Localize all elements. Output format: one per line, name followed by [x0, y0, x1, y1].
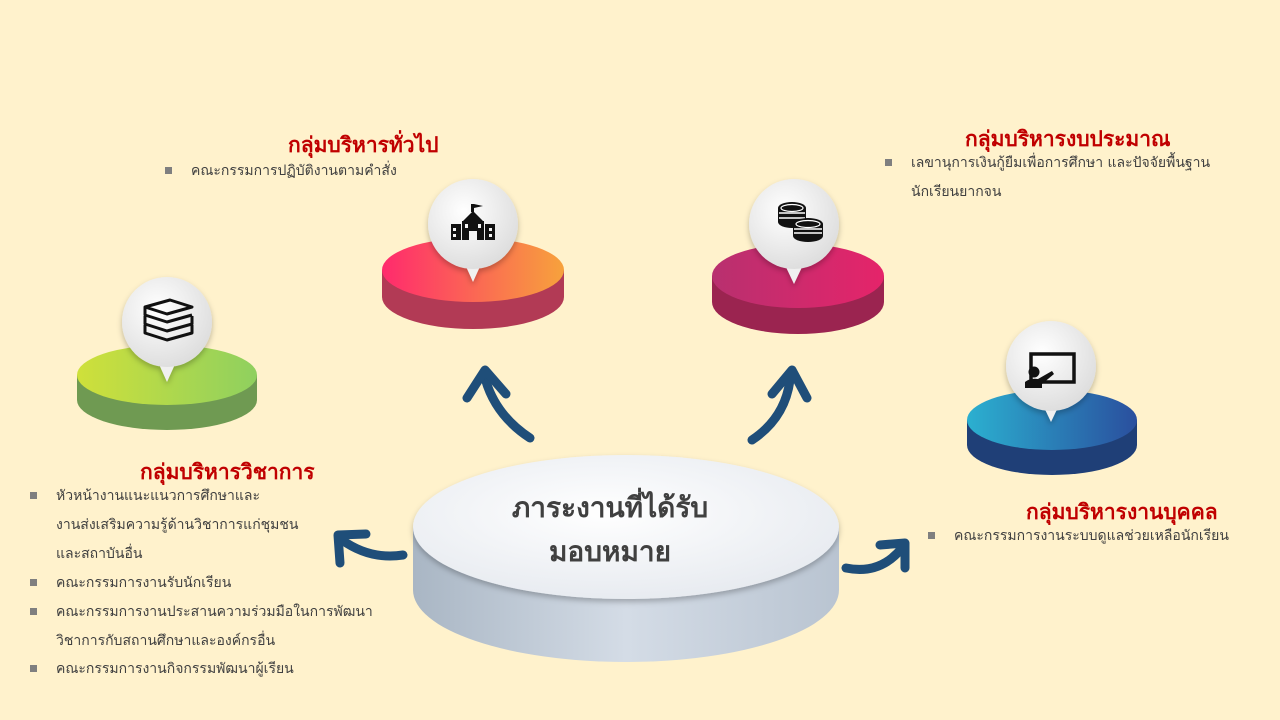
academic-group-title: กลุ่มบริหารวิชาการ: [140, 460, 315, 484]
list-item: หัวหน้างานแนะแนวการศึกษาและ: [30, 482, 260, 511]
center-title-line2: มอบหมาย: [548, 535, 672, 568]
arrow-to-personnel: [841, 538, 910, 574]
list-item-continuation: และสถาบันอื่น: [56, 546, 143, 562]
budget-group-title: กลุ่มบริหารงบประมาณ: [965, 127, 1171, 151]
arrow-to-budget: [747, 365, 812, 445]
arrow-to-general: [462, 365, 535, 443]
list-item: คณะกรรมการงานรับนักเรียน: [30, 569, 373, 598]
list-item-continuation: วิชาการกับสถานศึกษาและองค์กรอื่น: [56, 633, 276, 649]
budget-group-list: เลขานุการเงินกู้ยืมเพื่อการศึกษา และปัจจ…: [885, 149, 1210, 178]
teacher-board-icon: [1025, 352, 1076, 388]
personnel-disk: [967, 390, 1137, 475]
arrow-to-academic: [333, 529, 408, 568]
center-title: ภาระงานที่ได้รับ มอบหมาย: [440, 486, 780, 574]
list-item: เลขานุการเงินกู้ยืมเพื่อการศึกษา และปัจจ…: [885, 149, 1210, 178]
list-item: คณะกรรมการงานกิจกรรมพัฒนาผู้เรียน: [30, 655, 294, 684]
general-group-title: กลุ่มบริหารทั่วไป: [288, 133, 439, 157]
general-group-list: คณะกรรมการปฏิบัติงานตามคำสั่ง: [165, 157, 397, 186]
center-disk: [413, 455, 839, 662]
personnel-group-title: กลุ่มบริหารงานบุคคล: [1026, 500, 1218, 524]
academic-group-list-continuation: งานส่งเสริมความรู้ด้านวิชาการแก่ชุมชน แล…: [56, 511, 298, 569]
personnel-pin: [1006, 321, 1096, 422]
academic-group-list-2: คณะกรรมการงานรับนักเรียน คณะกรรมการงานปร…: [30, 569, 373, 627]
list-item-continuation: งานส่งเสริมความรู้ด้านวิชาการแก่ชุมชน: [56, 517, 299, 533]
budget-group-list-continuation: นักเรียนยากจน: [911, 184, 1002, 200]
school-building-icon: [451, 204, 495, 240]
personnel-group-list: คณะกรรมการงานระบบดูแลช่วยเหลือนักเรียน: [928, 522, 1229, 551]
list-item: คณะกรรมการงานประสานความร่วมมือในการพัฒนา: [30, 598, 373, 627]
budget-disk: [712, 244, 884, 334]
academic-group-list: หัวหน้างานแนะแนวการศึกษาและ: [30, 482, 260, 511]
academic-group-list-3: คณะกรรมการงานกิจกรรมพัฒนาผู้เรียน: [30, 655, 294, 684]
academic-group-list-continuation-2: วิชาการกับสถานศึกษาและองค์กรอื่น: [56, 627, 275, 656]
list-item: คณะกรรมการปฏิบัติงานตามคำสั่ง: [165, 157, 397, 186]
list-item: คณะกรรมการงานระบบดูแลช่วยเหลือนักเรียน: [928, 522, 1229, 551]
center-title-line1: ภาระงานที่ได้รับ: [511, 491, 709, 524]
books-icon: [143, 298, 194, 342]
coins-icon: [778, 202, 823, 242]
